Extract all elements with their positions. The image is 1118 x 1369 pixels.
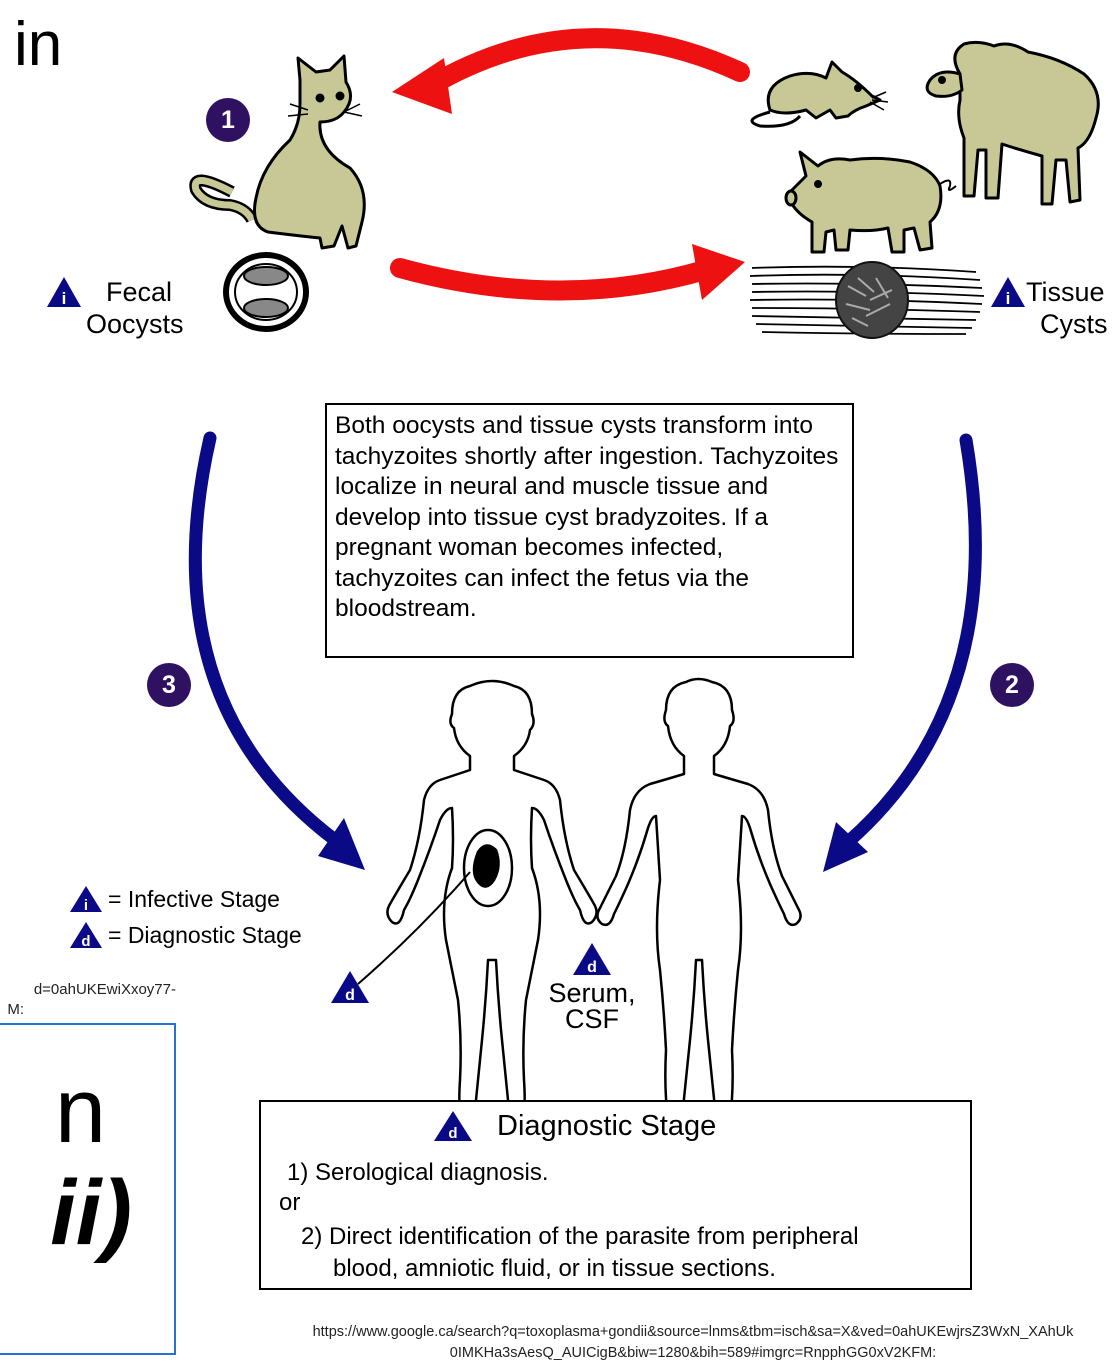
- mouse-illustration: [752, 62, 888, 126]
- diag-box-line1: 1) Serological diagnosis.: [287, 1158, 548, 1188]
- svg-text:d: d: [587, 959, 597, 976]
- diag-box-line3: blood, amniotic fluid, or in tissue sect…: [333, 1254, 776, 1284]
- diagnostic-triangle-icon: d: [433, 1110, 473, 1142]
- legend-diagnostic: d = Diagnostic Stage: [68, 920, 302, 950]
- svg-text:i: i: [84, 897, 88, 914]
- svg-text:d: d: [345, 987, 355, 1004]
- overlay-url-line2: M:: [0, 1000, 24, 1020]
- diag-box-or: or: [279, 1188, 300, 1218]
- diag-box-heading: d Diagnostic Stage: [433, 1110, 716, 1142]
- sheep-illustration: [927, 42, 1098, 204]
- tissue-label-line2: Cysts: [1040, 308, 1108, 340]
- step-2-badge: 2: [990, 663, 1034, 707]
- title-fragment: in: [14, 14, 62, 76]
- legend-diagnostic-label: = Diagnostic Stage: [108, 920, 302, 950]
- diagnostic-stage-box: d Diagnostic Stage 1) Serological diagno…: [259, 1100, 972, 1290]
- infective-triangle-icon: i: [46, 276, 82, 308]
- svg-text:i: i: [1006, 289, 1011, 308]
- title-banner: [0, 0, 1118, 6]
- tissue-cyst-illustration: [750, 262, 984, 338]
- serum-diagnostic-icon: d: [572, 942, 612, 976]
- male-figure: [597, 679, 800, 1118]
- diag-box-line2: 2) Direct identification of the parasite…: [301, 1222, 859, 1252]
- legend-infective-label: = Infective Stage: [108, 884, 280, 914]
- step-1-badge: 1: [206, 98, 250, 142]
- fetus-diagnostic-icon: d: [330, 970, 370, 1004]
- source-url-line2: 0IMKHa3sAesQ_AUICigB&biw=1280&bih=589#im…: [268, 1343, 1118, 1364]
- legend: i = Infective Stage d = Diagnostic Stage: [68, 884, 302, 950]
- step-3-badge: 3: [147, 663, 191, 707]
- infective-triangle-icon: i: [990, 276, 1026, 308]
- overlay-big-text-2: ii): [50, 1167, 132, 1259]
- description-box: Both oocysts and tissue cysts transform …: [325, 403, 854, 658]
- svg-text:d: d: [448, 1125, 457, 1142]
- source-url-line1: https://www.google.ca/search?q=toxoplasm…: [268, 1322, 1118, 1343]
- pig-illustration: [786, 152, 956, 252]
- cat-illustration: [195, 56, 364, 248]
- svg-text:i: i: [62, 289, 67, 308]
- source-url: https://www.google.ca/search?q=toxoplasm…: [268, 1322, 1118, 1364]
- fecal-label-line2: Oocysts: [86, 308, 184, 340]
- fecal-label-line1: Fecal: [106, 276, 172, 308]
- legend-infective: i = Infective Stage: [68, 884, 302, 914]
- diagnostic-triangle-icon: d: [68, 920, 104, 950]
- red-arrow-to-hosts: [400, 244, 745, 300]
- overlay-big-text-1: n: [55, 1065, 106, 1157]
- female-figure: [358, 681, 597, 1120]
- red-arrow-to-cat: [392, 38, 740, 114]
- diag-box-title: Diagnostic Stage: [497, 1111, 716, 1141]
- svg-text:d: d: [81, 933, 90, 950]
- serum-csf-label: d Serum, CSF: [544, 942, 640, 1035]
- overlay-url-line1: d=0ahUKEwiXxoy77-: [0, 980, 176, 1000]
- oocyst-illustration: [226, 255, 306, 329]
- overlay-textbox: n ii): [0, 1023, 176, 1355]
- tissue-label-line1: Tissue: [1026, 276, 1105, 308]
- infective-triangle-icon: i: [68, 884, 104, 914]
